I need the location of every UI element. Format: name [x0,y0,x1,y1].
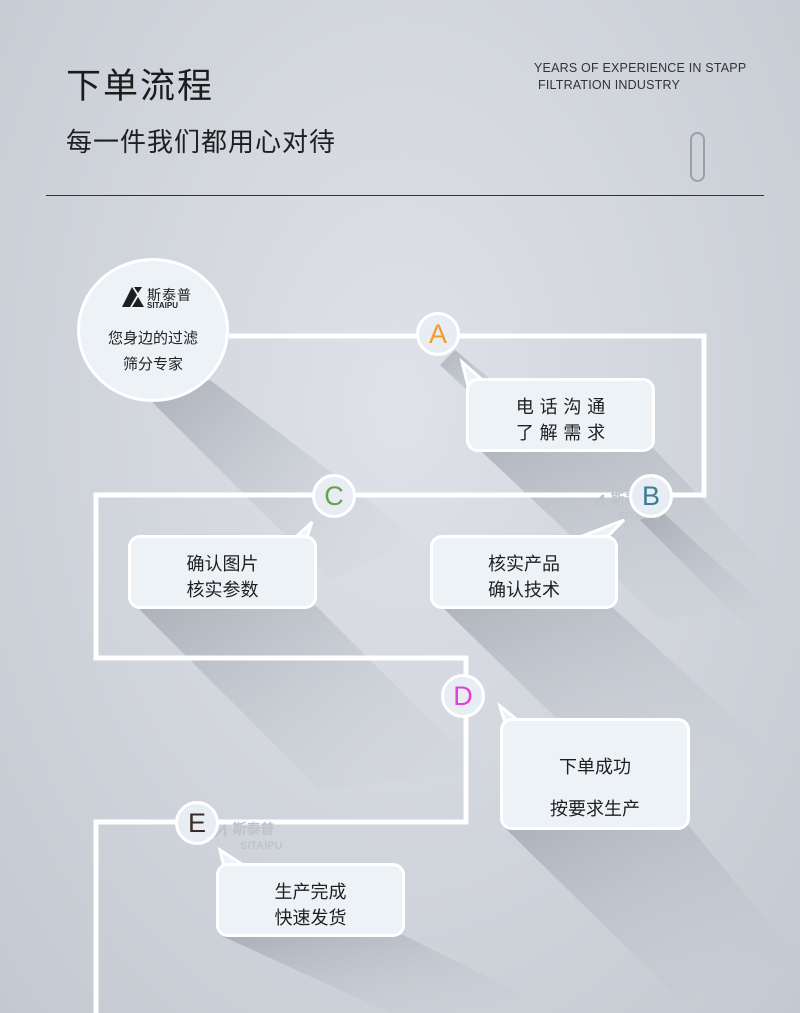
bubble-c-shadow [135,605,480,790]
brand-name-en: SITAIPU [147,301,178,310]
brand-slogan-line2: 筛分专家 [122,355,183,373]
step-c-line1: 确认图片 [186,554,259,575]
english-tagline-line1: YEARS OF EXPERIENCE IN STAPP [534,61,747,75]
step-e-line1: 生产完成 [274,882,347,903]
step-d-bubble: 下单成功 按要求生产 [500,718,690,830]
step-d-marker: D [441,674,485,718]
marker-b-shadow [640,510,780,640]
step-d-line1: 下单成功 [559,757,631,778]
watermark-e: ⩘ 斯泰普 SITAIPU [214,818,283,853]
flow-line [93,333,707,1013]
page-title: 下单流程 [66,67,215,107]
step-b-bubble: 核实产品 确认技术 [430,535,618,609]
bubble-e-shadow [222,935,560,1013]
step-d-line2: 按要求生产 [550,799,640,820]
bubble-b-shadow [440,605,780,780]
step-b-line1: 核实产品 [488,554,560,575]
watermark-logo-icon: ⩘ [592,486,605,511]
step-e-line2: 快速发货 [274,908,347,929]
watermark-cn: 斯泰普 [232,821,275,837]
step-c-bubble: 确认图片 核实参数 [128,535,317,609]
header-divider [46,195,764,196]
step-a-marker: A [416,312,460,356]
pill-decoration-icon [690,132,705,182]
step-c-marker: C [312,474,356,518]
page-subtitle: 每一件我们都用心对待 [66,128,337,158]
step-a-line2: 了 解 需 求 [515,423,606,444]
english-tagline: YEARS OF EXPERIENCE IN STAPP FILTRATION … [534,60,746,94]
step-a-line1: 电 话 沟 通 [515,397,606,418]
step-b-line2: 确认技术 [488,580,560,601]
step-c-line2: 核实参数 [186,580,259,601]
english-tagline-line2: FILTRATION INDUSTRY [538,78,681,92]
brand-slogan-line1: 您身边的过滤 [107,329,198,347]
bubble-d-shadow [505,825,800,1000]
step-e-marker: E [175,801,219,845]
brand-logo-icon [122,287,144,307]
brand-circle: 斯泰普 SITAIPU 您身边的过滤 筛分专家 [77,258,229,402]
step-e-bubble: 生产完成 快速发货 [216,863,405,937]
watermark-en: SITAIPU [240,840,283,852]
brand-name-cn: 斯泰普 [147,288,192,304]
step-a-bubble: 电 话 沟 通 了 解 需 求 [466,378,655,452]
step-b-marker: B [629,474,673,518]
logo-shadow [150,380,420,580]
